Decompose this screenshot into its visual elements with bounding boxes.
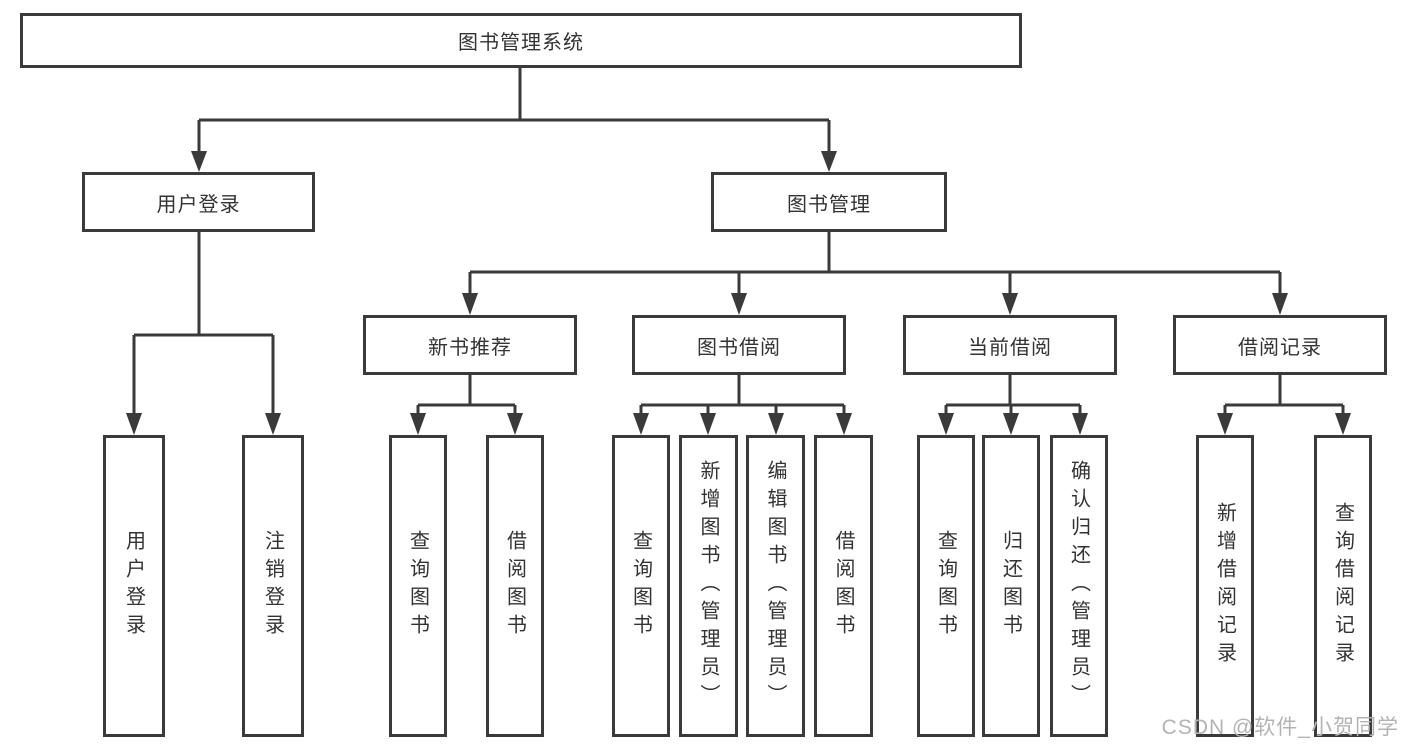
- node-new-book-recommend: 新书推荐: [363, 315, 577, 375]
- arrow-down-icon: [1002, 293, 1018, 315]
- node-label: 图书借阅: [697, 336, 781, 359]
- arrow-down-icon: [410, 413, 426, 435]
- leaf-edit-books-admin: 编辑图书（管理员）: [746, 435, 805, 737]
- node-label: 借阅图书: [832, 530, 854, 642]
- leaf-query-borrow-record: 查询借阅记录: [1314, 435, 1372, 737]
- arrow-down-icon: [768, 413, 784, 435]
- leaf-logout: 注销登录: [242, 435, 304, 737]
- node-label: 查询图书: [406, 530, 429, 642]
- arrow-down-icon: [126, 413, 142, 435]
- node-label: 图书管理系统: [458, 32, 584, 54]
- arrow-down-icon: [1072, 413, 1088, 435]
- node-label: 归还图书: [999, 530, 1022, 642]
- arrow-down-icon: [191, 151, 207, 172]
- csdn-watermark: CSDN @软件_小贺同学: [1161, 716, 1399, 739]
- leaf-add-books-admin: 新增图书（管理员）: [679, 435, 738, 737]
- arrow-down-icon: [507, 413, 523, 435]
- leaf-borrow-books-recommend: 借阅图书: [486, 435, 544, 737]
- arrow-down-icon: [1003, 413, 1019, 435]
- arrow-down-icon: [1335, 413, 1351, 435]
- arrow-down-icon: [731, 293, 747, 315]
- arrow-down-icon: [265, 413, 281, 435]
- node-user-login-group: 用户登录: [82, 172, 315, 232]
- arrow-down-icon: [821, 151, 837, 172]
- node-label: 新增借阅记录: [1213, 502, 1236, 670]
- arrow-down-icon: [836, 413, 852, 435]
- node-label: 用户登录: [156, 193, 241, 216]
- arrow-down-icon: [700, 413, 716, 435]
- node-label: 编辑图书（管理员）: [764, 460, 786, 712]
- node-label: 借阅图书: [503, 530, 526, 642]
- leaf-confirm-return-admin: 确认归还（管理员）: [1050, 435, 1108, 737]
- arrow-down-icon: [1272, 293, 1288, 315]
- leaf-return-books: 归还图书: [982, 435, 1040, 737]
- node-label: 新增图书（管理员）: [697, 460, 719, 712]
- leaf-query-books-borrow: 查询图书: [612, 435, 670, 737]
- node-current-borrow: 当前借阅: [903, 315, 1117, 375]
- leaf-query-books-recommend: 查询图书: [389, 435, 447, 737]
- node-book-borrow: 图书借阅: [632, 315, 846, 375]
- node-label: 图书管理: [787, 193, 871, 216]
- node-label: 注销登录: [261, 530, 284, 642]
- node-root-system: 图书管理系统: [20, 13, 1022, 68]
- node-borrow-records: 借阅记录: [1173, 315, 1387, 375]
- node-book-management: 图书管理: [711, 172, 947, 232]
- leaf-borrow-books-2: 借阅图书: [814, 435, 873, 737]
- leaf-add-borrow-record: 新增借阅记录: [1196, 435, 1254, 737]
- node-label: 查询图书: [934, 530, 957, 642]
- node-label: 新书推荐: [428, 336, 512, 359]
- arrow-down-icon: [1217, 413, 1233, 435]
- node-label: 查询图书: [629, 530, 652, 642]
- node-label: 当前借阅: [968, 336, 1052, 359]
- leaf-query-books-current: 查询图书: [917, 435, 975, 737]
- node-label: 查询借阅记录: [1331, 502, 1354, 670]
- node-label: 用户登录: [122, 530, 145, 642]
- arrow-down-icon: [633, 413, 649, 435]
- node-label: 确认归还（管理员）: [1067, 460, 1090, 712]
- arrow-down-icon: [938, 413, 954, 435]
- arrow-down-icon: [462, 293, 478, 315]
- node-label: 借阅记录: [1238, 336, 1322, 359]
- leaf-user-login: 用户登录: [103, 435, 165, 737]
